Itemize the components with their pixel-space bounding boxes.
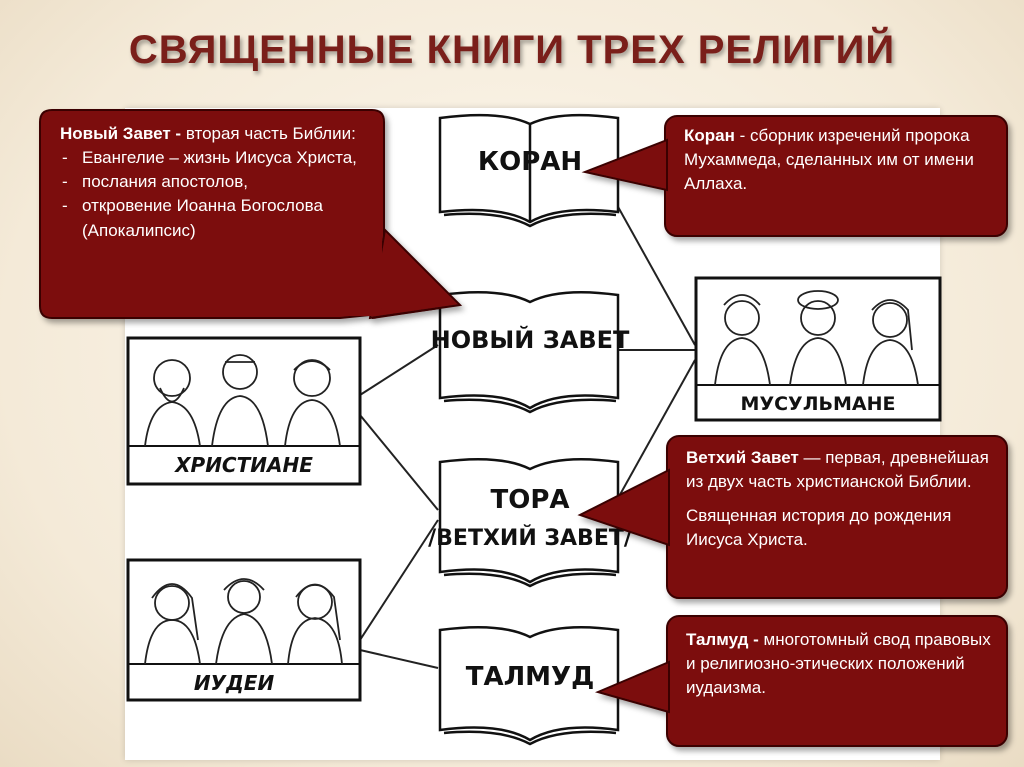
book-koran-label: КОРАН xyxy=(478,147,582,177)
book-tora xyxy=(440,459,618,586)
book-tora-label-2: /ВЕТХИЙ ЗАВЕТ/ xyxy=(428,525,633,551)
new-testament-term: Новый Завет - xyxy=(60,124,181,143)
new-testament-desc: вторая часть Библии: xyxy=(186,124,356,143)
callout-old-testament-text: Ветхий Завет — первая, древнейшая из дву… xyxy=(686,446,992,553)
book-new-testament-label: НОВЫЙ ЗАВЕТ xyxy=(431,325,630,354)
group-christians-label: ХРИСТИАНЕ xyxy=(173,453,313,477)
callout-koran-text: Коран - сборник изречений пророка Мухамм… xyxy=(684,124,994,196)
list-item: Евангелие – жизнь Иисуса Христа, xyxy=(60,146,376,170)
old-testament-desc2: Священная история до рождения Иисуса Хри… xyxy=(686,504,992,552)
book-talmud-label: ТАЛМУД xyxy=(466,662,595,692)
talmud-term: Талмуд - xyxy=(686,630,759,649)
koran-term: Коран xyxy=(684,126,735,145)
list-item: послания апостолов, xyxy=(60,170,376,194)
list-item: откровение Иоанна Богослова (Апокалипсис… xyxy=(60,194,376,242)
book-tora-label-1: ТОРА xyxy=(490,485,569,515)
callout-talmud-text: Талмуд - многотомный свод правовых и рел… xyxy=(686,628,992,700)
group-muslims-label: МУСУЛЬМАНЕ xyxy=(741,393,896,415)
new-testament-list: Евангелие – жизнь Иисуса Христа, послани… xyxy=(60,146,376,243)
callout-new-testament-text: Новый Завет - вторая часть Библии: Еванг… xyxy=(60,122,376,243)
group-jews-label: ИУДЕИ xyxy=(194,671,275,695)
old-testament-term: Ветхий Завет xyxy=(686,448,799,467)
